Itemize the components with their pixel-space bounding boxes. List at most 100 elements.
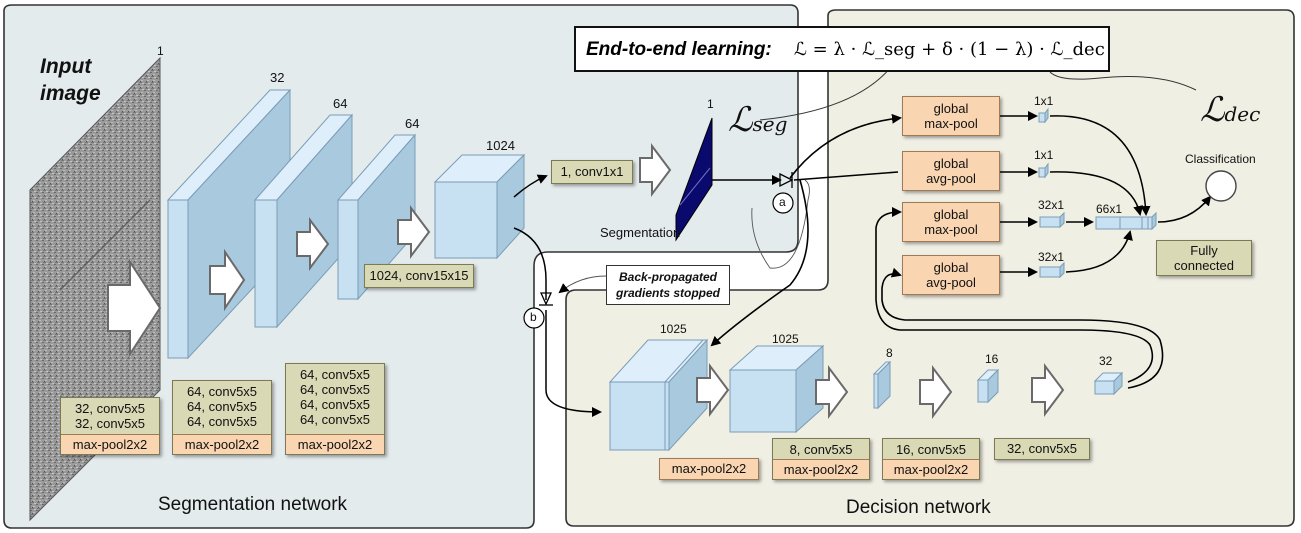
dec-volume-16 bbox=[976, 368, 1000, 404]
seg-block3-pool: max-pool2x2 bbox=[286, 434, 384, 454]
global-pool-1: global max-pool bbox=[902, 96, 1000, 136]
global-pool-3-line1: global bbox=[933, 207, 969, 222]
classification-node bbox=[1205, 170, 1237, 202]
pool-size-4: 32x1 bbox=[1038, 250, 1065, 264]
dec-arrow-4 bbox=[1031, 363, 1065, 417]
global-pool-3: global max-pool bbox=[902, 202, 1000, 242]
dec-arrow-3 bbox=[919, 365, 953, 419]
fc-box: Fully connected bbox=[1156, 240, 1252, 276]
dec-ch-8: 8 bbox=[886, 346, 893, 360]
vec-32x1-a bbox=[1039, 211, 1065, 229]
dec-layer-c: 16, conv5x5 max-pool2x2 bbox=[882, 438, 980, 480]
seg-block1: 32, conv5x5 32, conv5x5 max-pool2x2 bbox=[60, 397, 160, 455]
dec-layer-b-pool: max-pool2x2 bbox=[773, 459, 869, 479]
dec-arrow-2 bbox=[815, 365, 849, 419]
title-formula: ℒ = λ · ℒ_seg + δ · (1 − λ) · ℒ_dec bbox=[794, 39, 1105, 60]
backprop-line2: gradients stopped bbox=[615, 286, 720, 300]
dec-volume-1025b bbox=[728, 344, 825, 434]
seg-ch-64b: 64 bbox=[405, 116, 420, 131]
seg-network-caption: Segmentation network bbox=[158, 494, 348, 515]
seg-block2-conv: 64, conv5x5 bbox=[186, 414, 258, 429]
title-box: End-to-end learning: ℒ = λ · ℒ_seg + δ ·… bbox=[574, 26, 1110, 72]
seg-block3: 64, conv5x5 64, conv5x5 64, conv5x5 64, … bbox=[285, 363, 385, 455]
seg-block2-pool: max-pool2x2 bbox=[173, 434, 271, 454]
dec-volume-1025a bbox=[608, 338, 709, 452]
classification-label: Classification bbox=[1185, 152, 1256, 166]
seg-ch-32: 32 bbox=[270, 70, 285, 85]
dec-ch-1025b: 1025 bbox=[772, 332, 799, 346]
concat-size: 66x1 bbox=[1096, 202, 1123, 216]
dec-layer-b-conv: 8, conv5x5 bbox=[789, 442, 853, 457]
title-bold: End-to-end learning: bbox=[586, 39, 772, 60]
pool-size-3: 32x1 bbox=[1038, 198, 1065, 212]
dec-ch-16: 16 bbox=[985, 352, 999, 366]
loss-dec-symbol: ℒ bbox=[1200, 90, 1225, 130]
dec-volume-32 bbox=[1093, 371, 1124, 396]
input-label-line2: image bbox=[40, 82, 101, 105]
global-pool-3-line2: max-pool bbox=[924, 222, 978, 237]
dec-network-caption: Decision network bbox=[846, 497, 991, 518]
seg-ch-1024: 1024 bbox=[486, 138, 515, 153]
pool-size-2: 1x1 bbox=[1034, 148, 1054, 162]
seg-arrow-1 bbox=[107, 258, 162, 358]
dec-pool-1: max-pool2x2 bbox=[659, 458, 759, 480]
vec-1x1-a bbox=[1038, 107, 1049, 124]
seg-volume-64b bbox=[336, 133, 417, 301]
dec-arrow-1 bbox=[696, 363, 730, 417]
seg-arrow-5 bbox=[639, 143, 672, 197]
input-channels: 1 bbox=[157, 44, 164, 58]
global-pool-2-line1: global bbox=[933, 156, 969, 171]
seg-block1-pool: max-pool2x2 bbox=[61, 434, 159, 454]
seg-block1-conv: 32, conv5x5 bbox=[74, 416, 146, 431]
seg-arrow-3 bbox=[296, 217, 330, 271]
global-pool-1-line2: max-pool bbox=[924, 116, 978, 131]
dec-ch-1025a: 1025 bbox=[660, 322, 687, 336]
vec-66x1 bbox=[1095, 211, 1157, 231]
global-pool-2-line2: avg-pool bbox=[926, 171, 976, 186]
marker-b: b bbox=[530, 310, 537, 324]
fc-line2: connected bbox=[1174, 258, 1234, 273]
seg-block1-conv: 32, conv5x5 bbox=[74, 401, 146, 416]
dec-ch-32: 32 bbox=[1099, 354, 1113, 368]
seg-block3-conv: 64, conv5x5 bbox=[299, 397, 371, 412]
dec-layer-d: 32, conv5x5 bbox=[994, 438, 1090, 460]
seg-block2: 64, conv5x5 64, conv5x5 64, conv5x5 max-… bbox=[172, 380, 272, 455]
backprop-box: Back-propagated gradients stopped bbox=[606, 265, 730, 305]
dec-layer-c-conv: 16, conv5x5 bbox=[895, 442, 967, 457]
loss-seg-symbol: ℒ bbox=[728, 100, 753, 140]
loss-dec-label: ℒdec bbox=[1200, 90, 1260, 130]
global-pool-4-line1: global bbox=[933, 260, 969, 275]
seg-volume-1024 bbox=[433, 153, 526, 260]
seg-block2-conv: 64, conv5x5 bbox=[186, 399, 258, 414]
marker-a: a bbox=[779, 195, 786, 209]
conv1-box: 1, conv1x1 bbox=[551, 160, 633, 184]
seg-arrow-2 bbox=[209, 248, 246, 312]
input-label-line1: Input bbox=[40, 55, 92, 78]
stop-gradient-b bbox=[539, 292, 553, 306]
seg-block3-conv: 64, conv5x5 bbox=[299, 382, 371, 397]
dec-volume-8 bbox=[872, 360, 892, 410]
global-pool-4: global avg-pool bbox=[902, 255, 1000, 295]
seg-block3-conv: 64, conv5x5 bbox=[299, 412, 371, 427]
seg-ch-64a: 64 bbox=[333, 96, 348, 111]
loss-dec-subscript: dec bbox=[1224, 102, 1261, 126]
seg-block3-conv: 64, conv5x5 bbox=[299, 367, 371, 382]
fc-line1: Fully bbox=[1190, 243, 1218, 258]
backprop-line1: Back-propagated bbox=[618, 270, 718, 284]
vec-32x1-b bbox=[1039, 261, 1065, 279]
segmentation-map bbox=[675, 117, 713, 242]
loss-seg-subscript: seg bbox=[752, 112, 788, 136]
global-pool-4-line2: avg-pool bbox=[926, 275, 976, 290]
loss-seg-label: ℒseg bbox=[728, 100, 787, 140]
dec-layer-b: 8, conv5x5 max-pool2x2 bbox=[772, 438, 870, 480]
seg-map-channels: 1 bbox=[707, 97, 714, 111]
seg-volume-64a bbox=[253, 113, 354, 329]
pool-size-1: 1x1 bbox=[1034, 94, 1054, 108]
conv15-box: 1024, conv15x15 bbox=[364, 264, 474, 288]
dec-layer-c-pool: max-pool2x2 bbox=[883, 459, 979, 479]
global-pool-1-line1: global bbox=[933, 101, 969, 116]
segmentation-label: Segmentation bbox=[600, 225, 681, 240]
stop-gradient-a bbox=[779, 172, 794, 188]
global-pool-2: global avg-pool bbox=[902, 151, 1000, 191]
vec-1x1-b bbox=[1038, 162, 1049, 179]
